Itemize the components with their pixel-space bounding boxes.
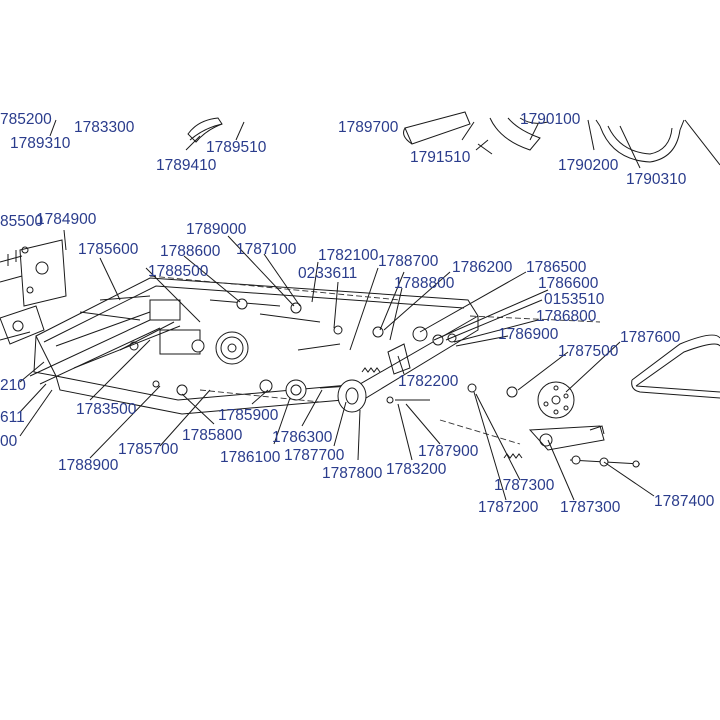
part-label: 1790100 [520,111,581,128]
part-label: 1786300 [272,429,333,446]
assembly-guides [149,275,601,445]
part-label: 1783200 [386,461,447,478]
part-label: 1786100 [220,449,281,466]
part-label: 1791510 [410,149,471,166]
right-pulley [537,381,575,419]
part-label: 785200 [0,111,52,128]
part-label: 1783500 [76,401,137,418]
part-label: 1787800 [322,465,383,482]
part-label: 00 [0,433,18,450]
part-label: 1786900 [498,326,559,343]
top-right-leader [684,119,720,166]
drive-belt [631,334,720,399]
part-label: 1787300 [494,477,555,494]
part-label: 1785700 [118,441,179,458]
part-label: 1787400 [654,493,715,510]
part-label: 1787300 [560,499,621,516]
part-label: 1787700 [284,447,345,464]
drive-gear [215,331,249,365]
part-label: 1788800 [394,275,455,292]
part-label: 1788600 [160,243,221,260]
part-label: 1790310 [626,171,687,188]
part-label: 1786600 [538,275,599,292]
part-label: 1787500 [558,343,619,360]
part-label: 1782200 [398,373,459,390]
part-label: 1788900 [58,457,119,474]
part-label: 1788500 [148,263,209,280]
part-label: 1789000 [186,221,247,238]
part-label: 210 [0,377,26,394]
part-label: 1785800 [182,427,243,444]
part-label: 1788700 [378,253,439,270]
leader-lines [19,119,655,501]
main-chassis [33,277,479,415]
tension-bracket [528,425,605,451]
part-label: 1787600 [620,329,681,346]
left-side-plate [0,305,45,345]
part-label: 1787100 [236,241,297,258]
part-label: 611 [0,409,25,426]
part-label: 85500 [0,213,43,230]
part-label: 0153510 [544,291,605,308]
top-chute-fragment [403,111,493,155]
part-label: 1790200 [558,157,619,174]
part-label: 1789310 [10,135,71,152]
idler-arm [387,343,411,375]
left-mount-plate [0,239,67,307]
part-label: 0233611 [298,265,357,282]
part-labels: 785200 1789310 1783300 1789410 1789510 1… [0,111,715,516]
part-label: 1786500 [526,259,587,276]
washers [152,298,640,468]
top-disc-fragment [595,119,685,163]
part-label: 1783300 [74,119,135,136]
center-pulley [337,379,367,413]
part-label: 1786800 [536,308,597,325]
part-label: 1787900 [418,443,479,460]
top-left-bracket-fragment [187,117,223,143]
part-label: 1789700 [338,119,399,136]
top-housing-fragment [489,117,549,151]
part-label: 1782100 [318,247,379,264]
part-label: 1784900 [36,211,97,228]
part-label: 1785600 [78,241,139,258]
part-label: 1789510 [206,139,267,156]
small-gear [285,379,307,401]
part-label: 1789410 [156,157,217,174]
part-label: 1786200 [452,259,513,276]
part-label: 1787200 [478,499,539,516]
part-label: 1785900 [218,407,279,424]
